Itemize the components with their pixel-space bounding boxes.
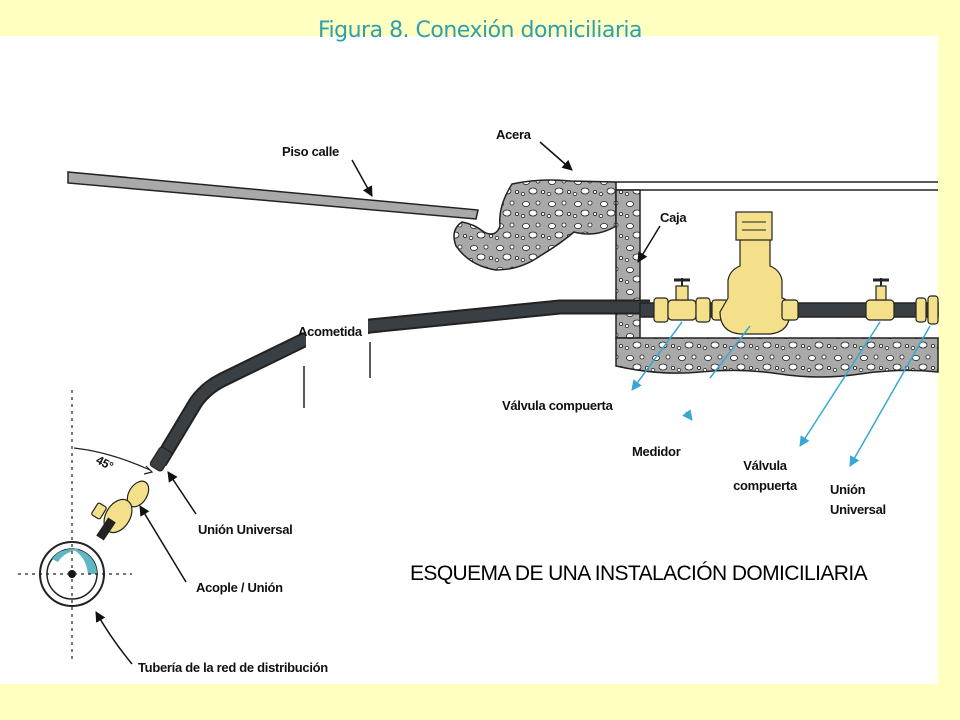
sidewalk — [453, 179, 617, 271]
label-acople-union: Acople / Unión — [196, 580, 283, 595]
service-pipe — [153, 299, 650, 466]
label-union-universal-1: Unión Universal — [198, 522, 293, 537]
label-valvula-compuerta-2: Válvula compuerta — [720, 458, 810, 493]
arrow-acople — [139, 505, 187, 583]
water-meter — [711, 211, 799, 335]
pipe-break — [306, 318, 368, 364]
label-union-2-line2: Universal — [830, 502, 886, 517]
universal-union-1 — [149, 446, 173, 472]
arrow-union-2 — [849, 325, 931, 467]
arrow-piso-calle — [351, 159, 373, 197]
coupling-union — [91, 480, 150, 534]
label-union-universal-2: Unión Universal — [830, 482, 886, 517]
label-medidor: Medidor — [632, 444, 681, 459]
label-valvula-compuerta-1: Válvula compuerta — [502, 398, 613, 413]
box-floor — [615, 337, 939, 378]
gate-valve-2 — [865, 278, 895, 321]
box-wall — [615, 189, 641, 339]
gate-valve-1 — [653, 278, 711, 323]
arrow-tuberia — [95, 611, 133, 665]
arrow-medidor-mark — [682, 409, 693, 421]
label-acera: Acera — [496, 127, 531, 142]
label-caja: Caja — [660, 210, 687, 225]
figure-title: Figura 8. Conexión domiciliaria — [317, 18, 643, 43]
arrow-acera — [539, 141, 573, 171]
scheme-title: ESQUEMA DE UNA INSTALACIÓN DOMICILIARIA — [410, 562, 868, 585]
label-valvula-2-line2: compuerta — [733, 478, 797, 493]
angle-arc — [73, 447, 151, 471]
label-piso-calle: Piso calle — [282, 144, 339, 159]
street-floor — [67, 171, 479, 220]
label-tuberia: Tubería de la red de distribución — [138, 660, 328, 675]
label-acometida: Acometida — [298, 324, 362, 339]
arrow-valvula-2 — [799, 321, 881, 447]
label-valvula-2-line1: Válvula — [743, 458, 787, 473]
label-union-2-line1: Unión — [830, 482, 866, 497]
line-medidor — [709, 325, 751, 379]
arrow-union-universal — [167, 471, 197, 515]
arrow-valvula-1 — [631, 321, 683, 391]
arrow-caja — [637, 225, 661, 263]
universal-union-2 — [915, 295, 939, 325]
